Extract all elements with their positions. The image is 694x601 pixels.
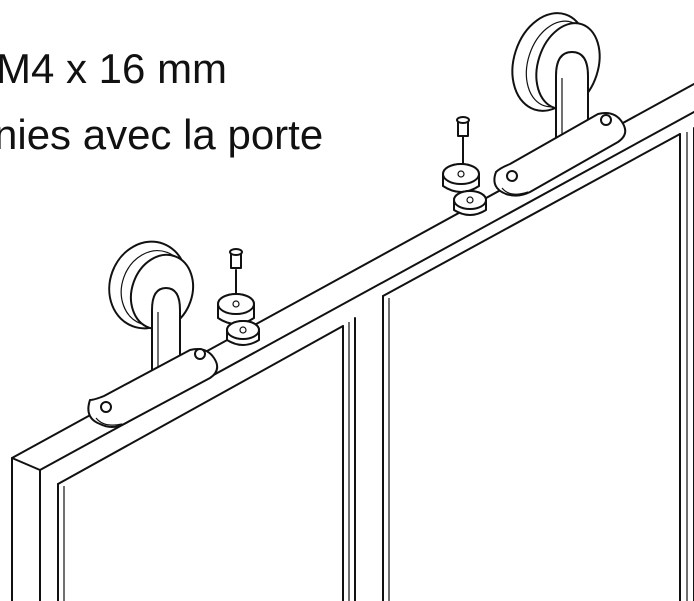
caption-screw-size: M4 x 16 mm bbox=[0, 45, 228, 92]
caption-instruction: nies avec la porte bbox=[0, 111, 324, 158]
door-frame bbox=[11, 83, 694, 601]
left-roller-hanger bbox=[87, 240, 219, 428]
right-roller-hanger bbox=[493, 12, 627, 197]
left-screw-spacer bbox=[217, 248, 260, 346]
right-screw-spacer bbox=[442, 116, 487, 216]
